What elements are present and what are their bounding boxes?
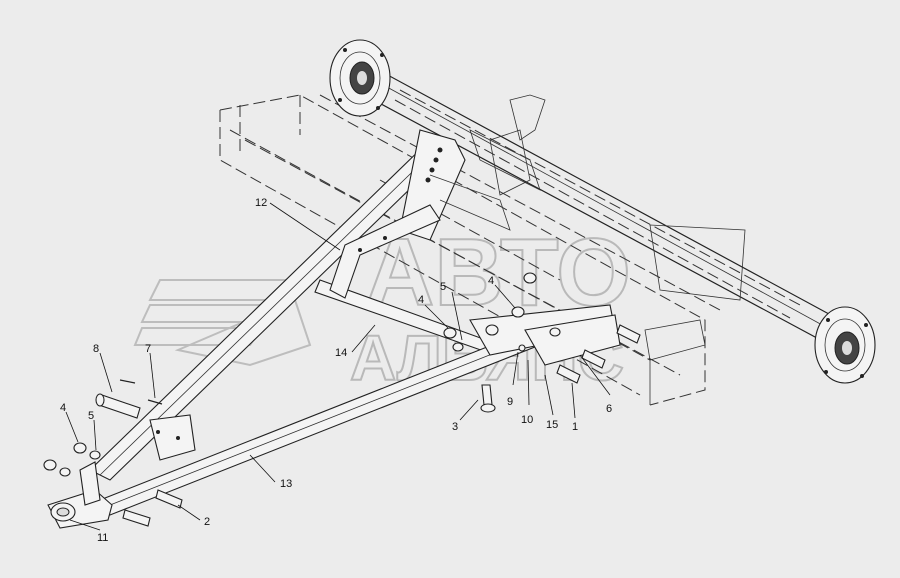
hitch-nuts-washers	[43, 442, 101, 477]
bolts-1-6	[556, 324, 641, 384]
callout-14: 14	[335, 347, 347, 359]
cotter-pin-7	[119, 379, 163, 405]
callout-5-hitch: 5	[88, 410, 94, 422]
left-wheel-hub	[329, 39, 391, 117]
callout-4-bracket-right: 4	[488, 275, 494, 287]
callout-13: 13	[280, 478, 292, 490]
right-wheel-hub	[814, 306, 876, 384]
hitch-eye	[47, 414, 196, 529]
bolts-2	[122, 489, 183, 527]
callout-8: 8	[93, 343, 99, 355]
drawbar-lower-arm	[99, 304, 621, 516]
pin-8	[95, 393, 141, 419]
bolt-3	[480, 384, 496, 413]
callout-4-hitch: 4	[60, 402, 66, 414]
callout-10: 10	[521, 414, 533, 426]
callout-15: 15	[546, 419, 558, 431]
callout-7: 7	[145, 343, 151, 355]
callout-12: 12	[255, 197, 267, 209]
callout-3: 3	[452, 421, 458, 433]
callouts: 12 14 8 7 4 5 11 2 13 3 4 5 4 9 10 15 1 …	[60, 197, 612, 544]
callout-1: 1	[572, 421, 578, 433]
callout-4-bracket-left: 4	[418, 294, 424, 306]
callout-2: 2	[204, 516, 210, 528]
callout-6: 6	[606, 403, 612, 415]
callout-9: 9	[507, 396, 513, 408]
callout-11: 11	[97, 532, 108, 544]
leader-lines	[65, 202, 611, 531]
callout-5-bracket: 5	[440, 281, 446, 293]
bracket-nuts	[443, 272, 561, 352]
